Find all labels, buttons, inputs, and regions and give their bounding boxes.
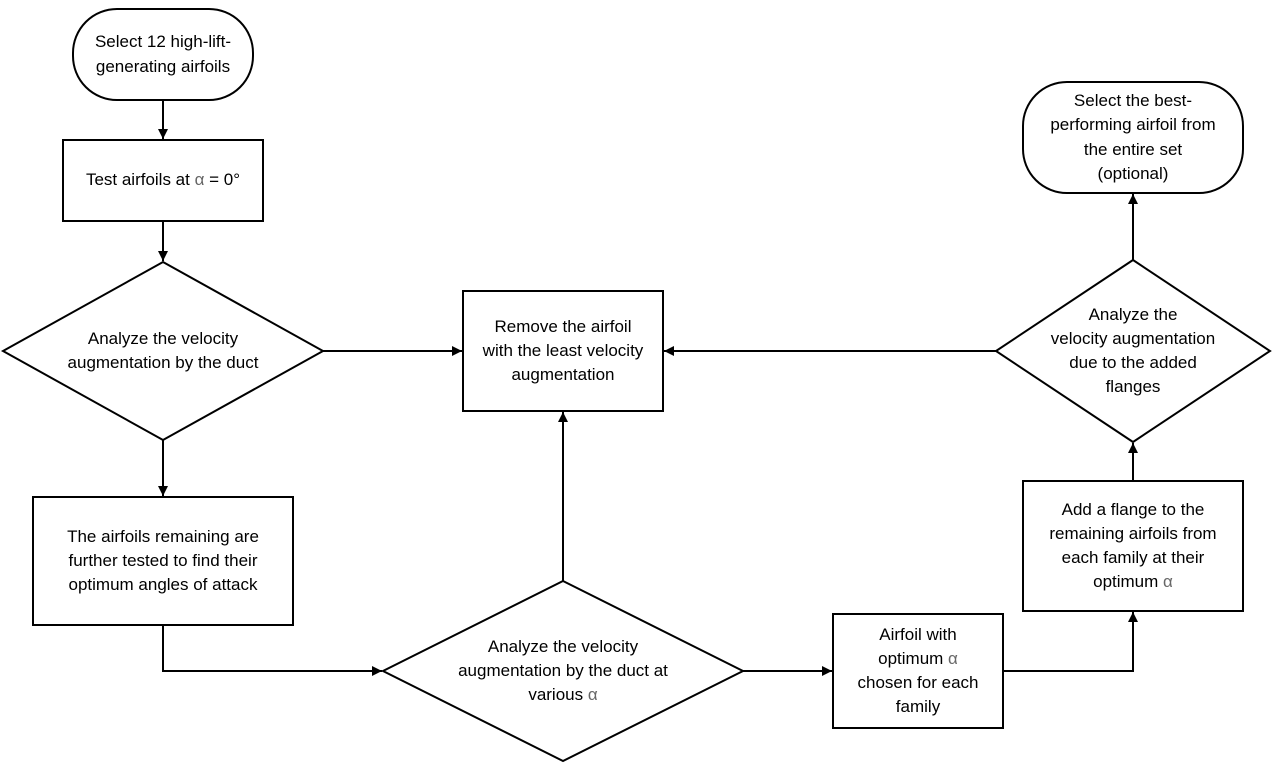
further-test-node-label: The airfoils remaining are further teste… [33,497,293,625]
further-test-line-1: The airfoils remaining are [67,526,259,546]
edge-further-test-to-various [162,625,382,676]
add-flange-line-4-text: optimum [1093,572,1164,592]
further-test-line-2: further tested to find their [68,550,258,570]
remove-line-3: augmentation [511,365,615,385]
analyze-various-line-3-text: various [528,685,588,705]
add-flange-line-3: each family at their [1061,548,1205,567]
end-terminator-shape [1022,81,1244,194]
analyze-flanges-node-label: Analyze the velocity augmentation due to… [1023,296,1243,406]
chosen-line-2-text: optimum [878,648,949,668]
analyze-various-line-2: augmentation by the duct at [458,660,668,680]
chosen-process-shape [832,613,1004,729]
test-zero-process-shape [62,139,264,222]
analyze-various-line-1: Analyze the velocity [487,636,639,656]
chosen-line-4: family [895,697,941,717]
test-zero-node-label: Test airfoils at α = 0° [63,140,263,221]
analyze-duct-line-1: Analyze the velocity [87,328,239,348]
end-node-label: Select the best- performing airfoil from… [1023,82,1243,193]
start-line-1: Select 12 high-lift- [94,32,232,52]
start-line-2: generating airfoils [95,56,231,76]
analyze-duct-line-2: augmentation by the duct [67,353,259,372]
edge-chosen-to-add-flange [1003,612,1138,672]
analyze-flanges-line-3: due to the added [1069,353,1197,372]
analyze-flanges-line-1: Analyze the [1088,304,1178,324]
further-test-line-3: optimum angles of attack [68,575,258,595]
alpha-symbol: α [194,170,205,190]
remove-node-label: Remove the airfoil with the least veloci… [463,291,663,411]
end-line-4: (optional) [1097,163,1169,183]
chosen-line-3: chosen for each [857,673,979,692]
further-test-process-shape [32,496,294,626]
remove-process-shape [462,290,664,412]
add-flange-process-shape [1022,480,1244,612]
add-flange-line-4: optimum α [1049,570,1216,594]
add-flange-node-label: Add a flange to the remaining airfoils f… [1023,481,1243,611]
analyze-various-decision-shape [380,579,746,763]
analyze-duct-node-label: Analyze the velocity augmentation by the… [33,311,293,391]
start-node-label: Select 12 high-lift- generating airfoils [73,9,253,100]
chosen-line-1: Airfoil with [879,624,957,644]
add-flange-line-2: remaining airfoils from [1049,523,1217,543]
analyze-flanges-line-2: velocity augmentation [1050,328,1216,348]
analyze-various-line-3: various α [458,683,668,707]
remove-line-2: with the least velocity [482,340,644,360]
test-zero-tail: = 0° [204,170,241,190]
analyze-flanges-decision-shape [994,258,1272,444]
alpha-symbol: α [948,648,958,668]
remove-line-1: Remove the airfoil [494,316,632,336]
end-line-3: the entire set [1083,139,1183,159]
chosen-line-2: optimum α [858,647,979,671]
add-flange-line-1: Add a flange to the [1061,499,1205,519]
analyze-flanges-line-4: flanges [1105,377,1161,397]
alpha-symbol: α [587,685,598,705]
test-zero-text: Test airfoils at [85,170,195,190]
chosen-node-label: Airfoil with optimum α chosen for each f… [833,614,1003,728]
analyze-various-node-label: Analyze the velocity augmentation by the… [423,626,703,716]
alpha-symbol: α [1163,572,1173,592]
end-line-2: performing airfoil from [1050,115,1216,135]
end-line-1: Select the best- [1073,91,1193,111]
